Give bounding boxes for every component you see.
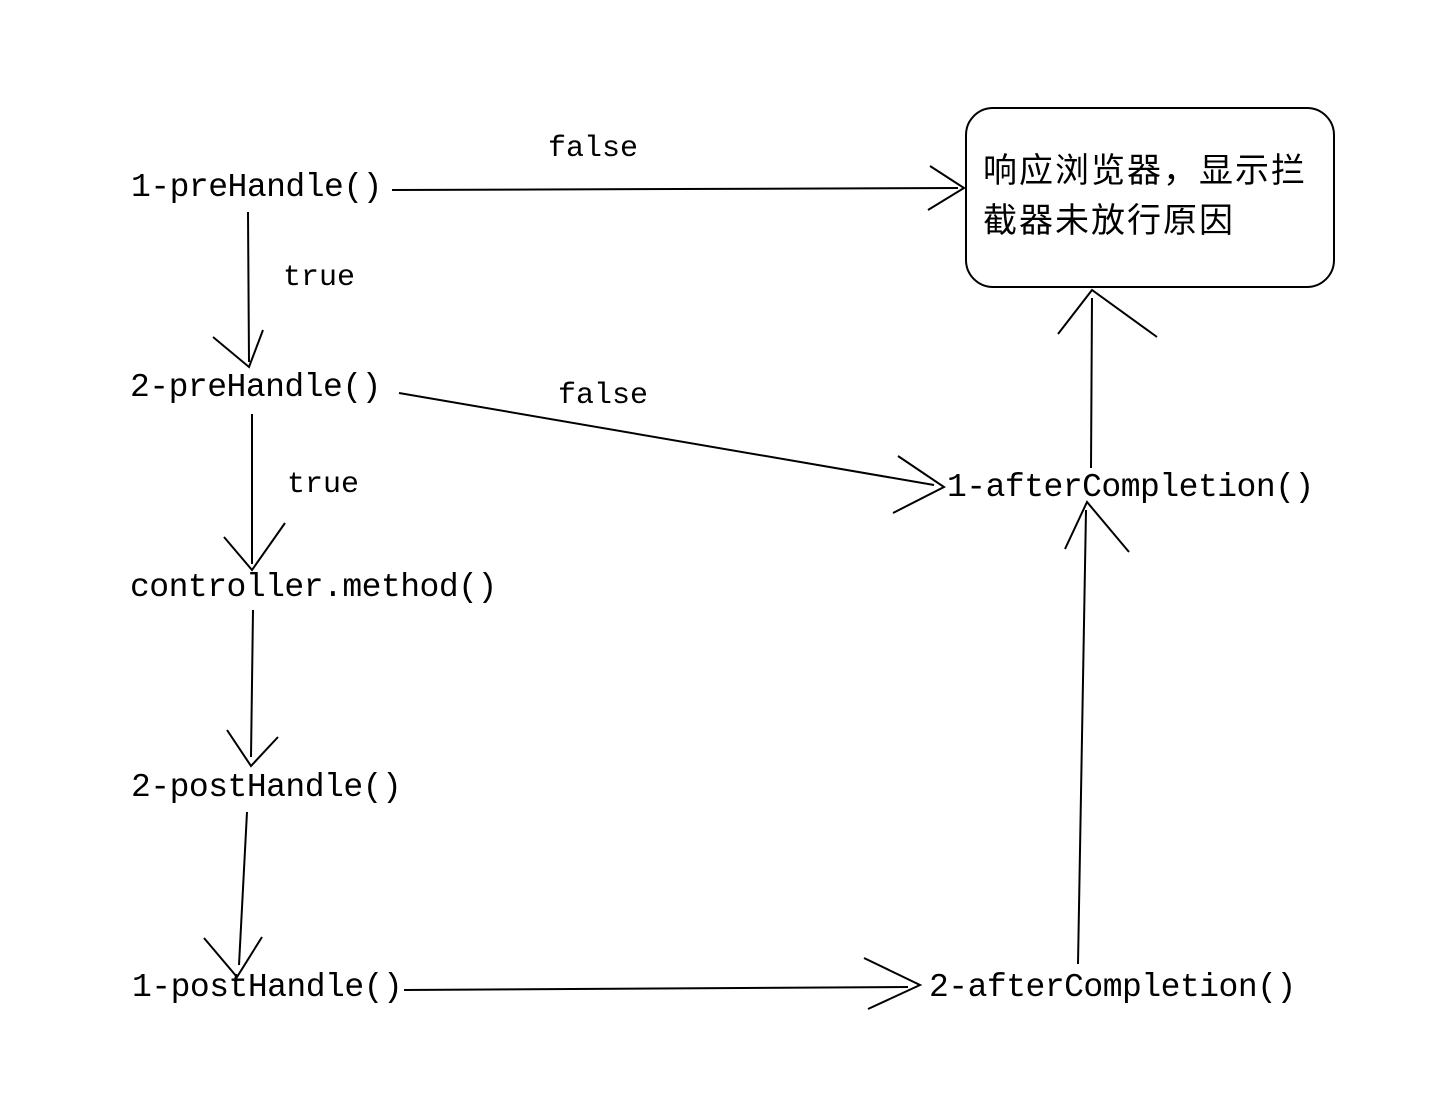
arrowhead-right-icon <box>892 455 946 514</box>
edge-pre2-to-controller <box>223 414 286 572</box>
edge-post1-to-after2 <box>403 957 923 1010</box>
edge-pre2-to-after1 <box>398 392 946 514</box>
arrowhead-right-icon <box>927 165 966 211</box>
edge-after2-to-after1 <box>1064 500 1130 965</box>
edge-pre1-to-pre2 <box>212 211 264 369</box>
node-2-aftercompletion: 2-afterCompletion() <box>929 969 1296 1006</box>
arrowhead-up-icon <box>1057 288 1158 338</box>
node-1-prehandle: 1-preHandle() <box>131 169 382 206</box>
node-2-posthandle: 2-postHandle() <box>131 769 402 806</box>
arrowhead-down-icon <box>226 729 279 768</box>
node-controller-method: controller.method() <box>130 569 497 606</box>
arrowhead-up-icon <box>1064 500 1130 553</box>
edge-controller-to-post2 <box>226 609 279 768</box>
node-2-prehandle: 2-preHandle() <box>130 369 381 406</box>
arrowhead-down-icon <box>223 522 286 572</box>
node-1-aftercompletion: 1-afterCompletion() <box>947 469 1314 506</box>
node-browser-response-box: 响应浏览器，显示拦 截器未放行原因 <box>965 107 1335 288</box>
edge-pre1-to-browser <box>391 165 966 211</box>
edge-label-pre2-true: true <box>287 468 360 502</box>
arrowhead-down-icon <box>212 329 264 369</box>
arrowhead-down-icon <box>203 936 263 979</box>
browser-response-text-line1: 响应浏览器，显示拦 <box>983 153 1307 190</box>
edge-post2-to-post1 <box>203 811 263 979</box>
edge-label-pre1-false: false <box>548 132 639 166</box>
edge-label-pre2-false: false <box>558 379 649 413</box>
edge-label-pre1-true: true <box>283 261 356 295</box>
arrowhead-right-icon <box>863 957 923 1010</box>
edge-after1-to-browser <box>1057 288 1158 469</box>
browser-response-text-line2: 截器未放行原因 <box>983 203 1235 240</box>
node-1-posthandle: 1-postHandle() <box>132 969 403 1006</box>
